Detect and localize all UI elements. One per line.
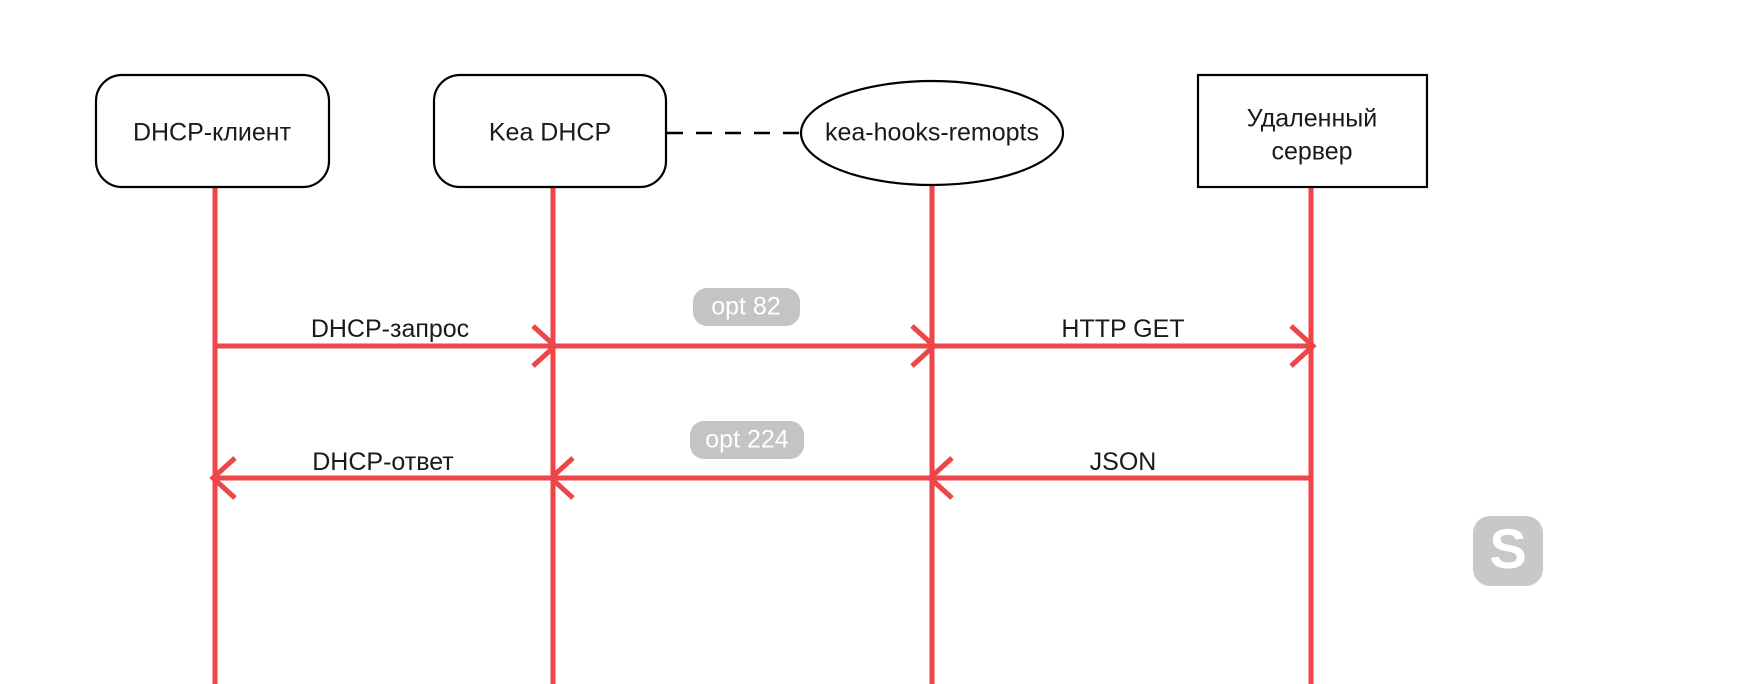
participant-ellipse	[799, 79, 1065, 187]
badge-label: opt 224	[705, 426, 789, 454]
message-1-group[interactable]: DHCP-запрос HTTP GET opt 82	[215, 288, 1317, 368]
badge-background	[690, 421, 804, 459]
participant-label-line1: Удаленный	[1247, 105, 1377, 133]
message-2-label-dhcp-response: DHCP-ответ	[312, 448, 454, 476]
badge-label: opt 82	[711, 293, 781, 321]
participant-kea-hooks-remopts[interactable]: kea-hooks-remopts	[799, 79, 1065, 187]
participant-label: DHCP-клиент	[133, 119, 292, 147]
message-2-group[interactable]: DHCP-ответ JSON opt 224	[209, 421, 1311, 500]
message-2-label-json: JSON	[1090, 448, 1157, 476]
badge-background	[693, 288, 800, 326]
participant-box	[94, 73, 331, 189]
participant-label-line2: сервер	[1271, 138, 1352, 166]
participant-remote-server[interactable]: Удаленный сервер	[1196, 73, 1429, 189]
message-1-arrowhead-kea-dhcp	[531, 324, 559, 368]
watermark-background	[1473, 516, 1543, 586]
participant-label: kea-hooks-remopts	[825, 119, 1039, 147]
message-1-arrowhead-hooks	[910, 324, 938, 368]
watermark-logo: S	[1473, 516, 1543, 586]
participant-box	[432, 73, 668, 189]
participant-kea-dhcp[interactable]: Kea DHCP	[432, 73, 668, 189]
watermark-letter: S	[1489, 517, 1526, 580]
message-1-label-http-get: HTTP GET	[1061, 315, 1184, 343]
lifelines-group	[212, 186, 1314, 684]
message-2-arrowhead-hooks	[926, 456, 954, 500]
participant-dhcp-client[interactable]: DHCP-клиент	[94, 73, 331, 189]
participant-box	[1196, 73, 1429, 189]
message-2-badge-opt224: opt 224	[690, 421, 804, 459]
message-1-badge-opt82: opt 82	[693, 288, 800, 326]
participant-label: Kea DHCP	[489, 119, 611, 147]
message-2-arrowhead-dhcp-client	[209, 456, 237, 500]
message-2-arrowhead-kea-dhcp	[547, 456, 575, 500]
message-1-label-dhcp-request: DHCP-запрос	[311, 315, 469, 343]
message-1-arrowhead-remote-server	[1289, 324, 1317, 368]
